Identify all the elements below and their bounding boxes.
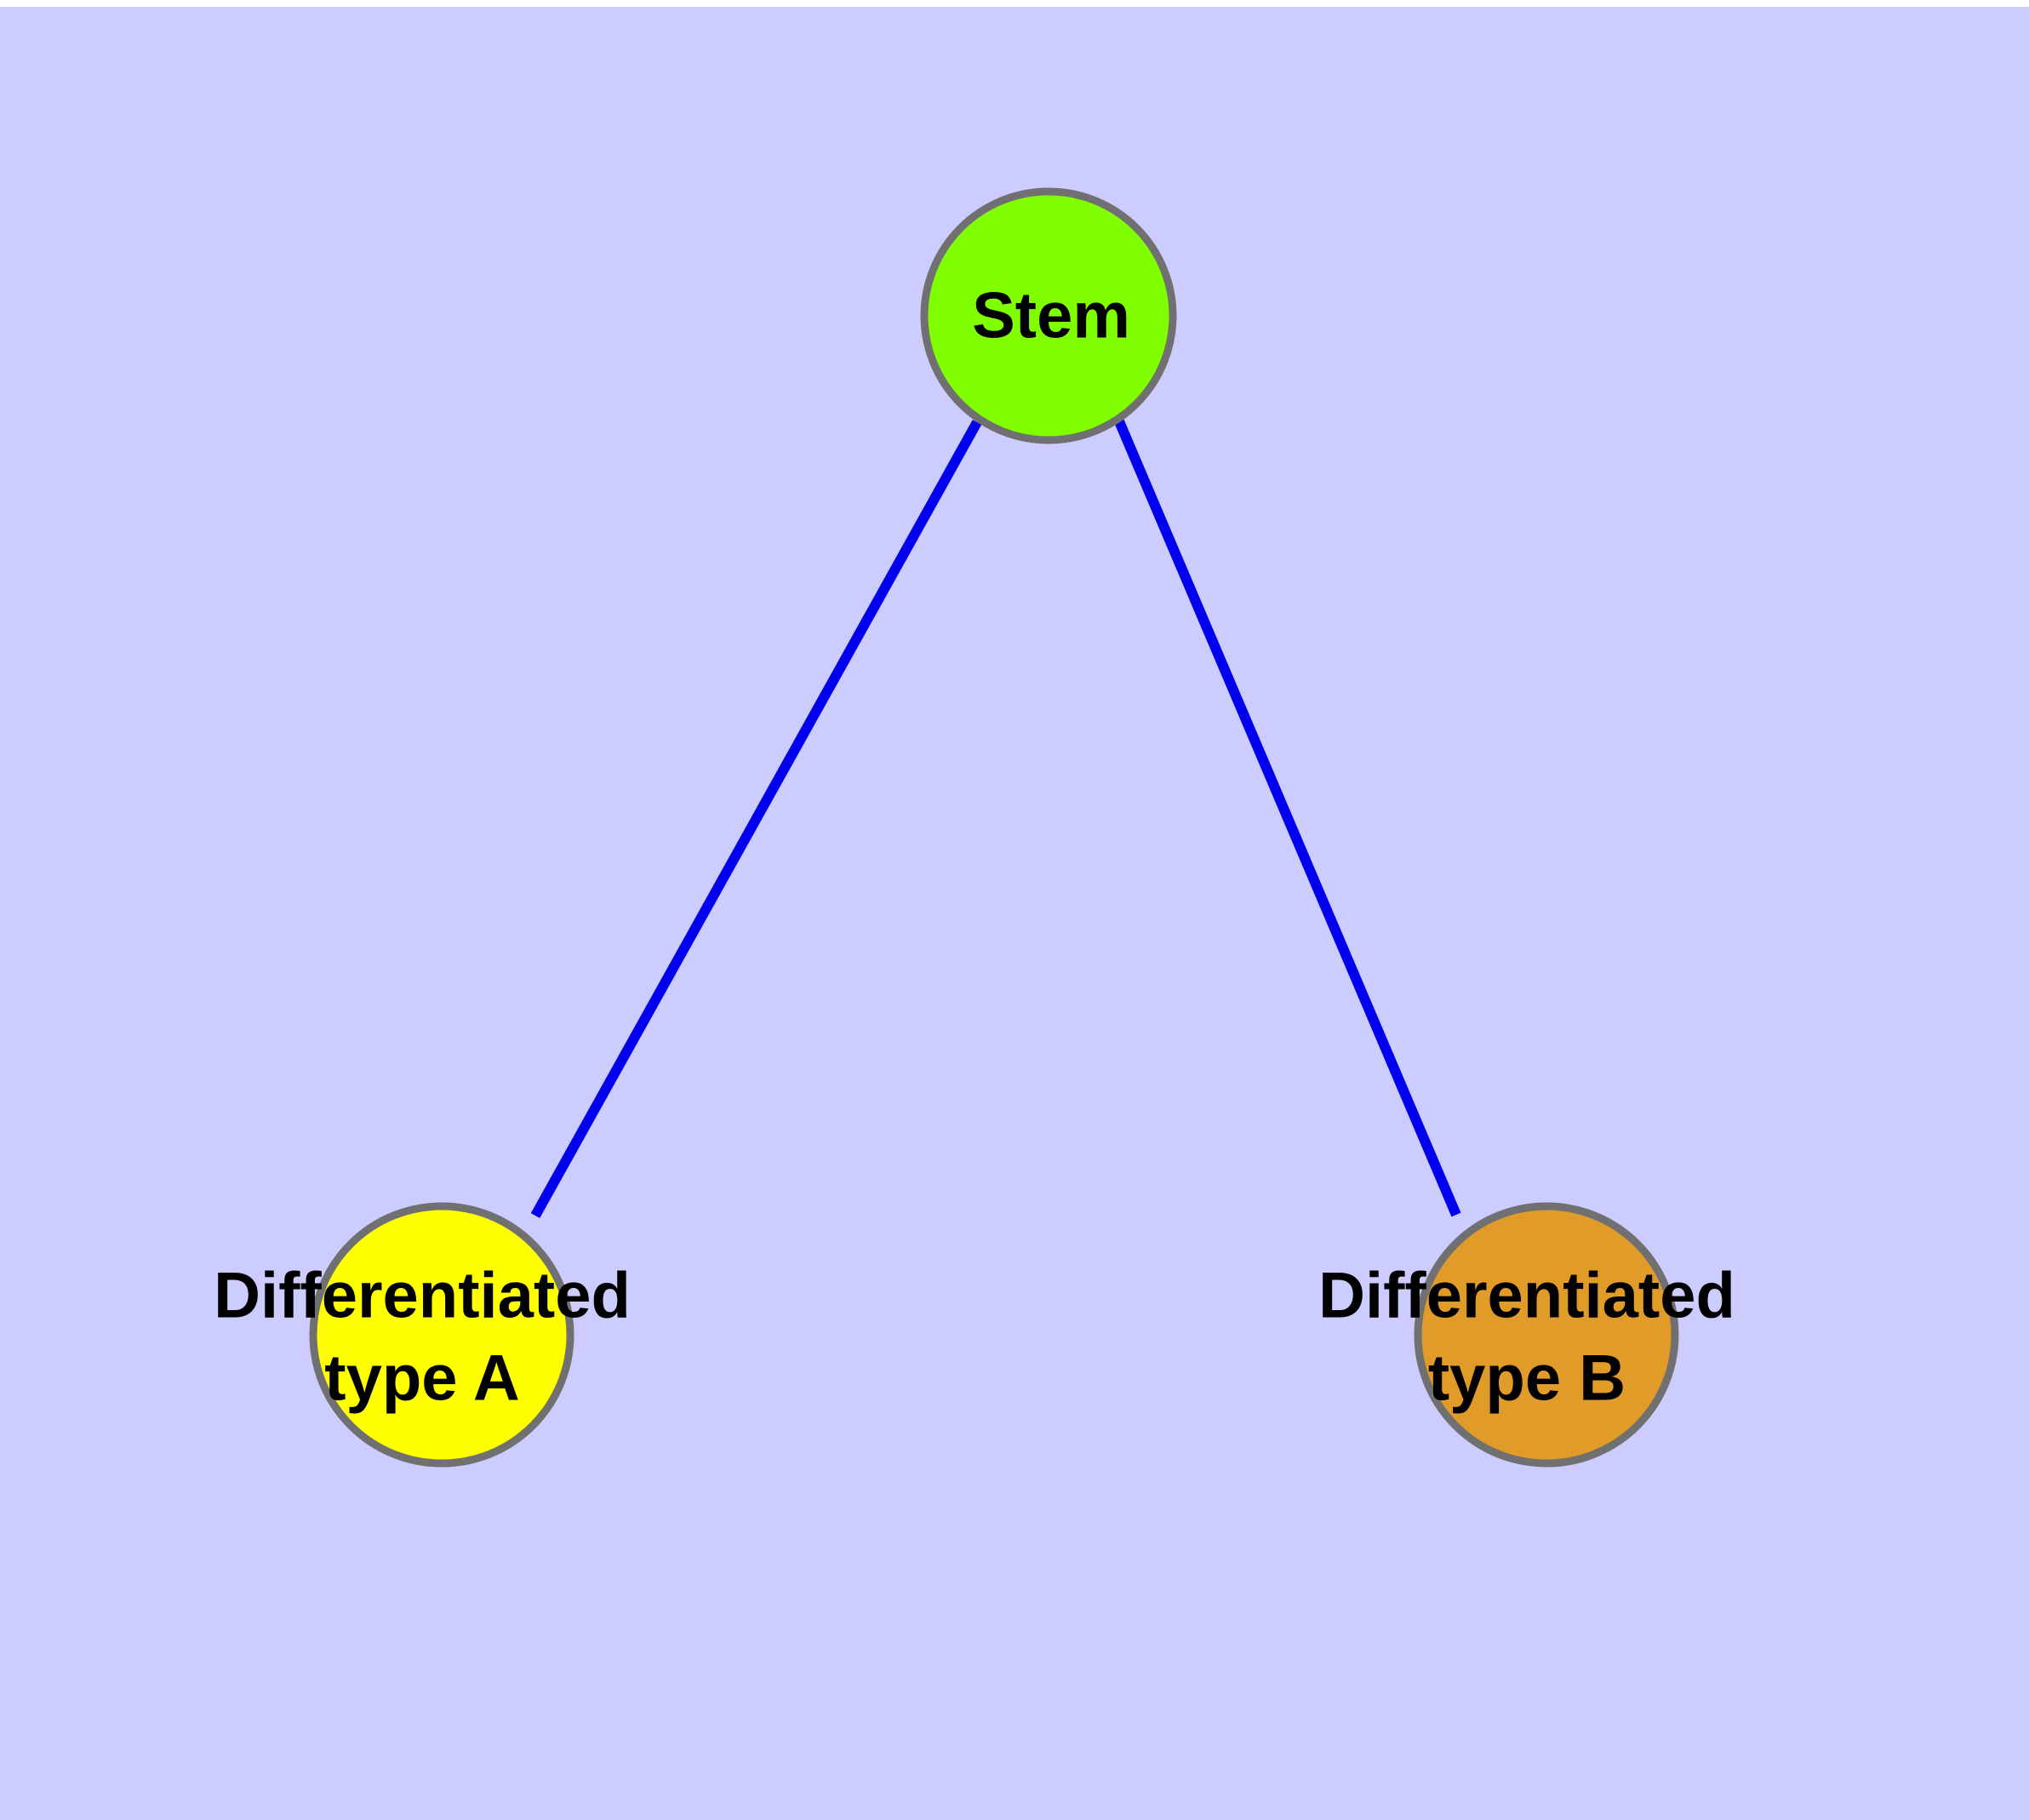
node-stem[interactable]: Stem	[920, 187, 1177, 444]
edge-stem-to-differentiated-type-a[interactable]	[530, 420, 982, 1218]
node-differentiated-type-a-circle[interactable]	[309, 1202, 574, 1468]
node-differentiated-type-a-label-line1: Differentiated	[214, 1260, 631, 1332]
edge-stem-to-differentiated-type-b[interactable]	[1114, 419, 1461, 1217]
node-stem-circle[interactable]	[920, 187, 1177, 444]
node-differentiated-type-a-label-line2: type A	[324, 1342, 519, 1415]
node-differentiated-type-b-label-line1: Differentiated	[1318, 1260, 1735, 1332]
node-stem-label: Stem	[972, 280, 1130, 352]
edges-group	[530, 419, 1461, 1218]
nodes-group: Stem Differentiated type A Differentiate…	[214, 187, 1735, 1468]
node-differentiated-type-a[interactable]: Differentiated type A	[214, 1202, 631, 1468]
node-differentiated-type-b-circle[interactable]	[1414, 1202, 1679, 1468]
node-differentiated-type-b-label-line2: type B	[1428, 1342, 1626, 1415]
node-differentiated-type-b[interactable]: Differentiated type B	[1318, 1202, 1735, 1468]
